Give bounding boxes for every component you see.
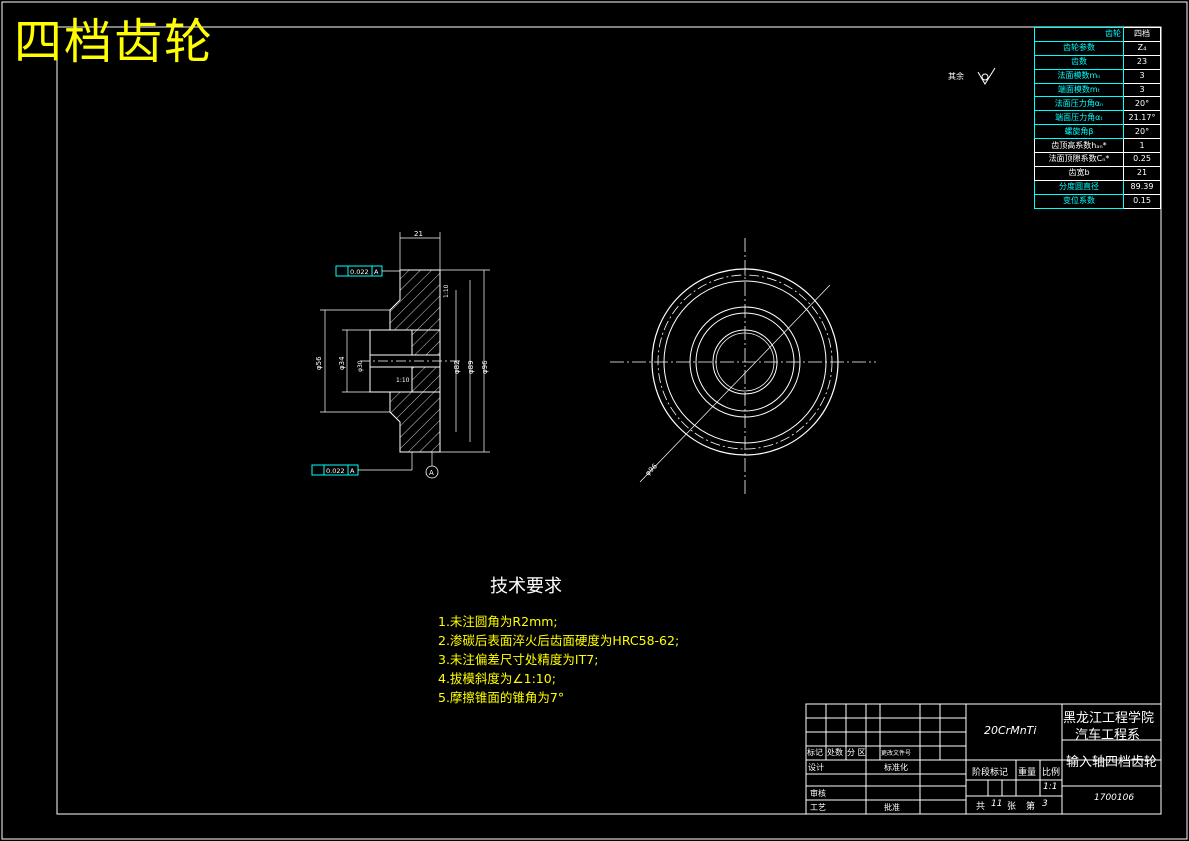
department-name: 汽车工程系 [1075, 728, 1141, 743]
param-value: 0.15 [1123, 193, 1161, 209]
tb-page-word: 第 [1026, 802, 1036, 812]
param-label: 齿顶高系数hₐₙ* [1034, 138, 1124, 154]
param-label: 变位系数 [1034, 193, 1124, 209]
tb-page-no: 3 [1042, 799, 1048, 809]
param-value: 20° [1123, 96, 1161, 112]
inner-frame [56, 26, 1162, 815]
tb-review: 审核 [810, 789, 826, 798]
tech-requirements-heading: 技术要求 [490, 576, 562, 597]
tb-sheets-total: 11 [991, 799, 1003, 809]
dim-56: φ56 [315, 356, 323, 370]
param-label: 齿宽b [1034, 165, 1124, 181]
param-label: 齿数 [1034, 54, 1124, 70]
tb-doc-no: 更改文件号 [881, 750, 912, 757]
tb-approve: 批准 [884, 803, 900, 812]
drawing-title: 四档齿轮 [14, 14, 215, 70]
param-label: 螺旋角β [1034, 124, 1124, 140]
angle-top: 1:10 [443, 284, 450, 298]
param-value: 3 [1123, 68, 1161, 84]
tb-design: 设计 [808, 763, 824, 772]
param-header-gear: 齿轮 [1034, 27, 1124, 42]
surface-note: 其余 [948, 71, 964, 81]
tolerance-frame-top: 0.022 A [335, 265, 400, 277]
title-block [805, 703, 1162, 815]
svg-text:0.022: 0.022 [350, 268, 369, 276]
svg-text:A: A [374, 268, 379, 276]
param-value: Z₄ [1123, 40, 1161, 56]
dim-82: φ82 [453, 360, 461, 374]
tech-requirement-item: 1.未注圆角为R2mm; [438, 614, 558, 629]
param-row: 齿顶高系数hₐₙ*1 [1034, 138, 1161, 154]
param-label: 端面模数mₜ [1034, 82, 1124, 98]
tech-requirement-item: 5.摩擦锥面的锥角为7° [438, 690, 565, 705]
tb-sheet-word: 张 [1007, 802, 1017, 812]
param-header-value: 四档 [1123, 27, 1161, 42]
school-name: 黑龙江工程学院 [1063, 711, 1155, 726]
angle-bottom: 1:10 [396, 377, 410, 384]
tech-requirements-list: 1.未注圆角为R2mm; 2.渗碳后表面淬火后齿面硬度为HRC58-62; 3.… [438, 612, 679, 707]
dim-30: φ30 [357, 360, 364, 372]
param-label: 分度圆直径 [1034, 179, 1124, 195]
tb-process: 工艺 [810, 803, 826, 812]
svg-text:A: A [350, 467, 355, 475]
param-value: 20° [1123, 124, 1161, 140]
param-value: 0.25 [1123, 152, 1161, 167]
tb-mark: 标记 [807, 748, 823, 757]
tech-requirement-item: 4.拔模斜度为∠1:10; [438, 671, 556, 686]
param-label: 端面压力角αₜ [1034, 110, 1124, 126]
front-view: φ96 [610, 238, 876, 494]
param-label: 法面模数mₙ [1034, 68, 1124, 84]
tb-scale: 比例 [1042, 768, 1061, 778]
dim-96: φ96 [481, 360, 489, 374]
svg-text:0.022: 0.022 [326, 467, 345, 475]
dim-89: φ89 [467, 360, 475, 374]
param-value: 89.39 [1123, 179, 1161, 195]
tb-total-word: 共 [976, 802, 986, 812]
tb-stage: 阶段标记 [972, 768, 1009, 778]
section-view: 21 φ56 φ34 φ30 φ82 φ89 φ96 1:10 1:10 0.0… [311, 230, 490, 479]
tb-scale-value: 1:1 [1043, 782, 1058, 792]
dim-34: φ34 [338, 356, 346, 370]
param-value: 1 [1123, 138, 1161, 154]
tech-requirement-item: 3.未注偏差尺寸处精度为IT7; [438, 652, 599, 667]
tolerance-frame-bottom: 0.022 A [311, 452, 413, 476]
tb-weight: 重量 [1018, 768, 1037, 778]
param-value: 21.17° [1123, 110, 1161, 126]
surface-roughness-symbol: 其余 [948, 67, 996, 85]
param-label: 法面压力角αₙ [1034, 96, 1124, 112]
param-value: 3 [1123, 82, 1161, 98]
param-label: 齿轮参数 [1034, 40, 1124, 56]
param-value: 21 [1123, 165, 1161, 181]
tb-count: 处数 [827, 748, 843, 757]
material-label: 20CrMnTi [984, 724, 1037, 737]
tb-standard: 标准化 [884, 763, 908, 772]
tb-zone: 分 区 [847, 748, 866, 757]
tech-requirement-item: 2.渗碳后表面淬火后齿面硬度为HRC58-62; [438, 633, 680, 648]
datum-symbol: A [425, 452, 439, 479]
svg-text:A: A [429, 469, 434, 477]
param-row: 法面顶隙系数Cₙ*0.25 [1034, 152, 1161, 167]
drawing-number: 1700106 [1094, 793, 1135, 803]
width-dim: 21 [414, 230, 423, 238]
param-header-row: 齿轮 四档 [1034, 27, 1161, 42]
part-name: 输入轴四档齿轮 [1066, 755, 1158, 770]
param-value: 23 [1123, 54, 1161, 70]
param-label: 法面顶隙系数Cₙ* [1034, 152, 1124, 167]
